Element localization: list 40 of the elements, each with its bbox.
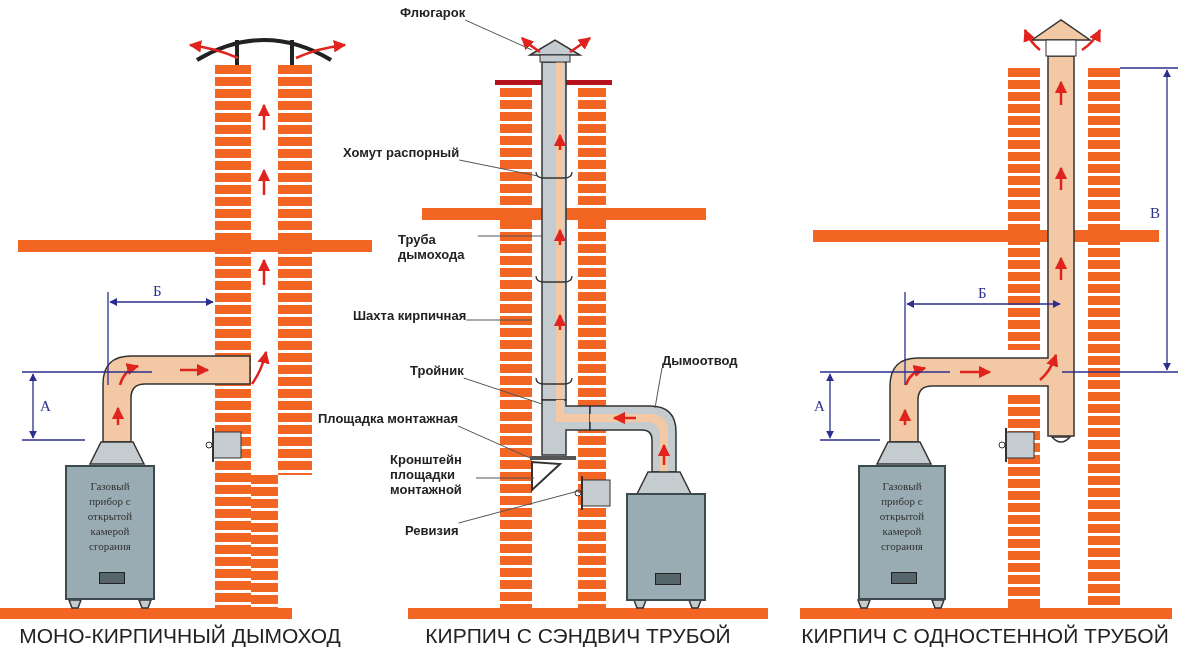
dimension-label: А <box>40 398 51 415</box>
platform-bracket <box>531 460 563 493</box>
boiler-label: Газовый прибор с открытой камерой сгорания <box>878 479 926 554</box>
part-label: Шахта кирпичная <box>353 308 467 323</box>
sandwich-pipe <box>541 61 567 401</box>
tee-fitting <box>541 399 591 456</box>
spacer-clamp <box>535 171 573 179</box>
dimension-label: Б <box>153 283 162 300</box>
part-label: Площадка монтажная <box>318 411 459 426</box>
part-label: Хомут распорный <box>343 145 460 160</box>
boiler-label: Газовый прибор с открытой камерой сгорания <box>86 479 134 554</box>
leader-line <box>465 319 533 321</box>
leader-line <box>475 477 535 479</box>
leader-line <box>654 367 663 409</box>
leader-line <box>457 425 531 459</box>
brick-wall <box>500 88 532 608</box>
boiler-body <box>858 465 946 600</box>
dimension-label: Б <box>978 285 987 302</box>
cleanout-door <box>1005 431 1035 459</box>
boiler-body <box>626 493 706 601</box>
panel-caption: МОНО-КИРПИЧНЫЙ ДЫМОХОД <box>19 624 341 648</box>
part-label: Труба дымохода <box>398 232 478 262</box>
part-label: Тройник <box>410 363 464 378</box>
cleanout-door <box>581 479 611 507</box>
leader-line <box>477 235 543 237</box>
panel-caption: КИРПИЧ С СЭНДВИЧ ТРУБОЙ <box>425 624 731 648</box>
part-label: Дымоотвод <box>662 353 738 368</box>
wind-vane-cap <box>527 39 583 63</box>
dimension-label: А <box>814 398 825 415</box>
part-label: Флюгарок <box>400 5 466 20</box>
leader-line <box>463 377 543 405</box>
boiler-body <box>65 465 155 600</box>
part-label: Ревизия <box>405 523 459 538</box>
dimension-label: В <box>1150 205 1160 222</box>
leader-line <box>464 19 533 51</box>
panel-caption: КИРПИЧ С ОДНОСТЕННОЙ ТРУБОЙ <box>801 624 1169 648</box>
cleanout-door <box>212 431 242 459</box>
part-label: Кронштейн площадки монтажной <box>390 452 476 497</box>
mounting-platform <box>530 456 576 460</box>
leader-line <box>458 489 583 524</box>
